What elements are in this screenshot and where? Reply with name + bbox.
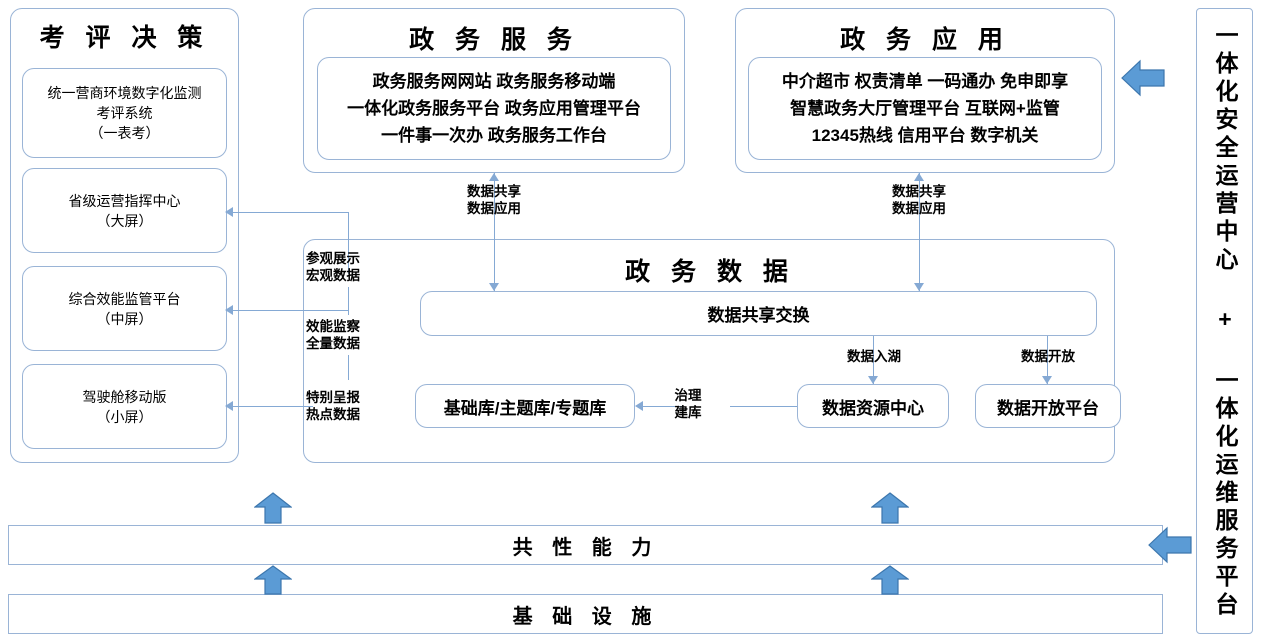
left-item-1-line-1: （大屏）: [96, 212, 153, 229]
data-into-lake-line: [873, 336, 874, 384]
visit-display-arrow-icon: [225, 207, 233, 217]
efficiency-line-1: 全量数据: [306, 336, 360, 351]
share-apply-right-line-0: 数据共享: [892, 184, 946, 199]
block-arrow-left-icon-top: [1121, 59, 1165, 97]
visit-display-line-1: 宏观数据: [306, 268, 360, 283]
governance-build-label: 治理 建库: [648, 387, 728, 421]
resource-center-box[interactable]: 数据资源中心: [797, 384, 949, 428]
application-data-arrow-down-icon: [914, 283, 924, 291]
visit-display-label: 参观展示 宏观数据: [306, 250, 392, 284]
repo-label: 基础库/主题库/专题库: [443, 398, 607, 418]
right-panel-label-text: 一体化安全运营中心 + 一体化运维服务平台: [1212, 22, 1238, 620]
data-exchange-label: 数据共享交换: [707, 306, 810, 325]
governance-line-right: [730, 406, 797, 407]
efficiency-hline: [233, 310, 349, 311]
left-item-2-line-1: （中屏）: [96, 310, 153, 327]
data-exchange-box[interactable]: 数据共享交换: [420, 291, 1097, 336]
governance-arrow-icon: [635, 401, 643, 411]
data-open-arrow-icon: [1042, 376, 1052, 384]
right-panel-label: 一体化安全运营中心 + 一体化运维服务平台: [1212, 22, 1238, 620]
data-open-line: [1047, 336, 1048, 384]
data-into-lake-arrow-icon: [868, 376, 878, 384]
service-data-arrow-up-icon: [489, 173, 499, 181]
special-report-line-0: 特别呈报: [306, 390, 360, 405]
share-apply-left-line-1: 数据应用: [467, 201, 521, 216]
repo-box[interactable]: 基础库/主题库/专题库: [415, 384, 635, 428]
left-item-0-line-1: 考评系统: [96, 105, 153, 121]
service-item-2: 一件事一次办 政务服务工作台: [381, 126, 607, 145]
application-item-0: 中介超市 权责清单 一码通办 免申即享: [781, 72, 1069, 91]
special-report-vline: [348, 355, 349, 380]
special-report-label: 特别呈报 热点数据: [306, 389, 392, 423]
efficiency-vline: [348, 287, 349, 315]
share-apply-right-label: 数据共享 数据应用: [855, 183, 983, 217]
left-item-0[interactable]: 统一营商环境数字化监测 考评系统 （一表考）: [22, 68, 227, 158]
share-apply-left-label: 数据共享 数据应用: [430, 183, 558, 217]
open-platform-box[interactable]: 数据开放平台: [975, 384, 1121, 428]
application-section-title: 政 务 应 用: [840, 26, 1010, 54]
application-data-arrow-up-icon: [914, 173, 924, 181]
service-section-title: 政 务 服 务: [409, 26, 579, 54]
governance-build-line-0: 治理: [674, 388, 702, 403]
right-panel: [1196, 8, 1253, 634]
visit-display-hline: [233, 212, 349, 213]
left-item-0-line-2: （一表考）: [89, 125, 160, 141]
service-data-connector-line: [494, 173, 495, 291]
left-item-2[interactable]: 综合效能监管平台 （中屏）: [22, 266, 227, 351]
left-item-3-line-0: 驾驶舱移动版: [82, 388, 167, 405]
block-arrow-up-icon-bl: [254, 565, 292, 595]
application-item-2: 12345热线 信用平台 数字机关: [811, 126, 1039, 145]
service-data-arrow-down-icon: [489, 283, 499, 291]
left-item-1-line-0: 省级运营指挥中心: [68, 192, 181, 209]
application-item-1: 智慧政务大厅管理平台 互联网+监管: [790, 99, 1060, 118]
block-arrow-up-icon-tr: [871, 492, 909, 524]
application-data-connector-line: [919, 173, 920, 291]
efficiency-arrow-icon: [225, 305, 233, 315]
efficiency-line-0: 效能监察: [306, 319, 360, 334]
bottom-bar-infrastructure[interactable]: 基 础 设 施: [8, 594, 1163, 634]
visit-display-line-0: 参观展示: [306, 251, 360, 266]
block-arrow-up-icon-br: [871, 565, 909, 595]
left-item-0-line-0: 统一营商环境数字化监测: [47, 85, 202, 101]
special-report-line-1: 热点数据: [306, 407, 360, 422]
data-open-label: 数据开放: [1021, 349, 1075, 364]
governance-line-left: [643, 406, 683, 407]
application-section-items[interactable]: 中介超市 权责清单 一码通办 免申即享 智慧政务大厅管理平台 互联网+监管 12…: [748, 57, 1102, 160]
service-section-items[interactable]: 政务服务网网站 政务服务移动端 一体化政务服务平台 政务应用管理平台 一件事一次…: [317, 57, 671, 160]
share-apply-right-line-1: 数据应用: [892, 201, 946, 216]
left-item-3-line-1: （小屏）: [96, 408, 153, 425]
bottom-bar-capability[interactable]: 共 性 能 力: [8, 525, 1163, 565]
left-item-1[interactable]: 省级运营指挥中心 （大屏）: [22, 168, 227, 253]
right-panel-label-wrap: 一体化安全运营中心 + 一体化运维服务平台: [1196, 8, 1253, 634]
open-platform-label: 数据开放平台: [997, 398, 1099, 418]
governance-build-line-1: 建库: [674, 405, 702, 420]
data-into-lake-label: 数据入湖: [847, 349, 901, 364]
special-report-hline: [233, 406, 313, 407]
left-column-title: 考 评 决 策: [39, 24, 210, 52]
visit-display-vline: [348, 212, 349, 274]
bottom-bar-infrastructure-label: 基 础 设 施: [512, 605, 659, 628]
resource-center-label: 数据资源中心: [822, 398, 924, 418]
block-arrow-up-icon-tl: [254, 492, 292, 524]
service-item-0: 政务服务网网站 政务服务移动端: [372, 72, 616, 91]
service-item-1: 一体化政务服务平台 政务应用管理平台: [347, 99, 641, 118]
data-section-title: 政 务 数 据: [625, 258, 795, 286]
left-item-2-line-0: 综合效能监管平台: [68, 290, 181, 307]
special-report-arrow-icon: [225, 401, 233, 411]
efficiency-supervision-label: 效能监察 全量数据: [306, 318, 392, 352]
bottom-bar-capability-label: 共 性 能 力: [512, 536, 659, 559]
block-arrow-left-icon-bottom: [1148, 526, 1192, 564]
left-item-3[interactable]: 驾驶舱移动版 （小屏）: [22, 364, 227, 449]
share-apply-left-line-0: 数据共享: [467, 184, 521, 199]
